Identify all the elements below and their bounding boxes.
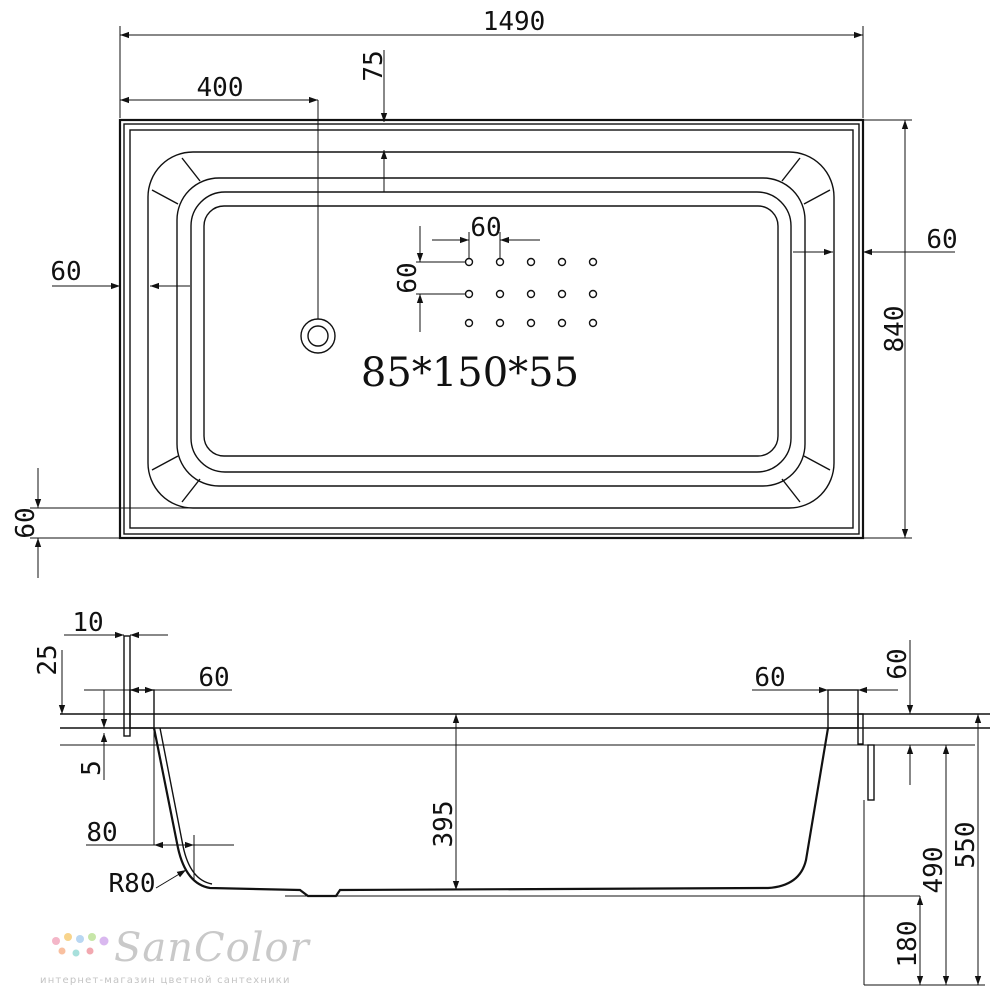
radius-leader: [155, 869, 187, 889]
jet-hole: [557, 257, 567, 267]
left-flange: [129, 689, 155, 729]
dim-left-rim: 60: [50, 257, 81, 287]
dim-depth: 395: [429, 801, 459, 848]
dim-bottom-radius-offset: 80: [86, 818, 117, 848]
basin-middle-outline: [190, 191, 792, 473]
jet-hole: [588, 318, 598, 328]
dim-hole-spacing-v: 60: [393, 262, 423, 293]
right-leg-block: [867, 744, 875, 801]
top-view: 1490 400 75 60 60 840 60 60: [11, 7, 958, 578]
model-size-label: 85*150*55: [361, 350, 579, 396]
dim-right-rim-height: 60: [883, 648, 913, 679]
dim-gap: 5: [77, 760, 107, 776]
corner-tick: [781, 478, 801, 503]
jet-hole: [495, 318, 505, 328]
jet-hole: [526, 318, 536, 328]
dim-overall-length: 1490: [483, 7, 546, 37]
jet-hole: [464, 257, 474, 267]
drain-outer: [300, 318, 336, 354]
jet-hole: [495, 257, 505, 267]
side-view: 10 25 60 5 80 R80 395 60 60: [33, 608, 990, 986]
corner-tick: [803, 455, 831, 471]
jet-holes: [464, 257, 598, 328]
basin-bottom-outline: [203, 205, 779, 457]
dim-skirt-thickness: 10: [72, 608, 103, 638]
basin-outer-outline: [176, 177, 806, 487]
corner-tick: [803, 189, 831, 205]
jet-hole: [588, 289, 598, 299]
left-skirt: [123, 635, 131, 737]
tub-outer-edge-inner-line: [123, 123, 860, 535]
tub-rim-line: [129, 129, 854, 529]
drain-inner: [307, 325, 329, 347]
jet-hole: [557, 289, 567, 299]
corner-tick: [781, 157, 801, 182]
tub-body-profile: [152, 727, 830, 898]
right-flange: [827, 689, 859, 729]
dim-hole-spacing-h: 60: [470, 213, 501, 243]
corner-tick: [151, 455, 179, 471]
tub-outer-edge: [118, 118, 865, 540]
corner-tick: [181, 478, 201, 503]
dim-bottom-rim: 60: [11, 507, 41, 538]
corner-tick: [181, 157, 201, 182]
dim-top-rim: 75: [359, 50, 389, 81]
dim-radius: R80: [109, 869, 156, 899]
tub-inner-profile: [159, 727, 213, 885]
dim-right-flange: 60: [754, 663, 785, 693]
dim-height-490: 490: [919, 847, 949, 894]
brand-dots-icon: [52, 933, 109, 957]
dim-height-550: 550: [951, 822, 981, 869]
jet-hole: [464, 318, 474, 328]
corner-tick: [151, 189, 179, 205]
jet-hole: [526, 289, 536, 299]
jet-hole: [526, 257, 536, 267]
dim-drain-offset: 400: [197, 73, 244, 103]
dim-leg-height: 180: [893, 921, 923, 968]
brand-watermark: SanColor интернет-магазин цветной сантех…: [40, 925, 360, 995]
jet-hole: [557, 318, 567, 328]
right-skirt: [857, 713, 864, 745]
dim-rim-height: 25: [33, 644, 63, 675]
dim-overall-width: 840: [880, 306, 910, 353]
dim-left-flange: 60: [198, 663, 229, 693]
jet-hole: [495, 289, 505, 299]
brand-tagline: интернет-магазин цветной сантехники: [40, 975, 291, 986]
jet-hole: [464, 289, 474, 299]
dim-right-rim: 60: [926, 225, 957, 255]
jet-hole: [588, 257, 598, 267]
brand-name: SanColor: [114, 925, 310, 971]
